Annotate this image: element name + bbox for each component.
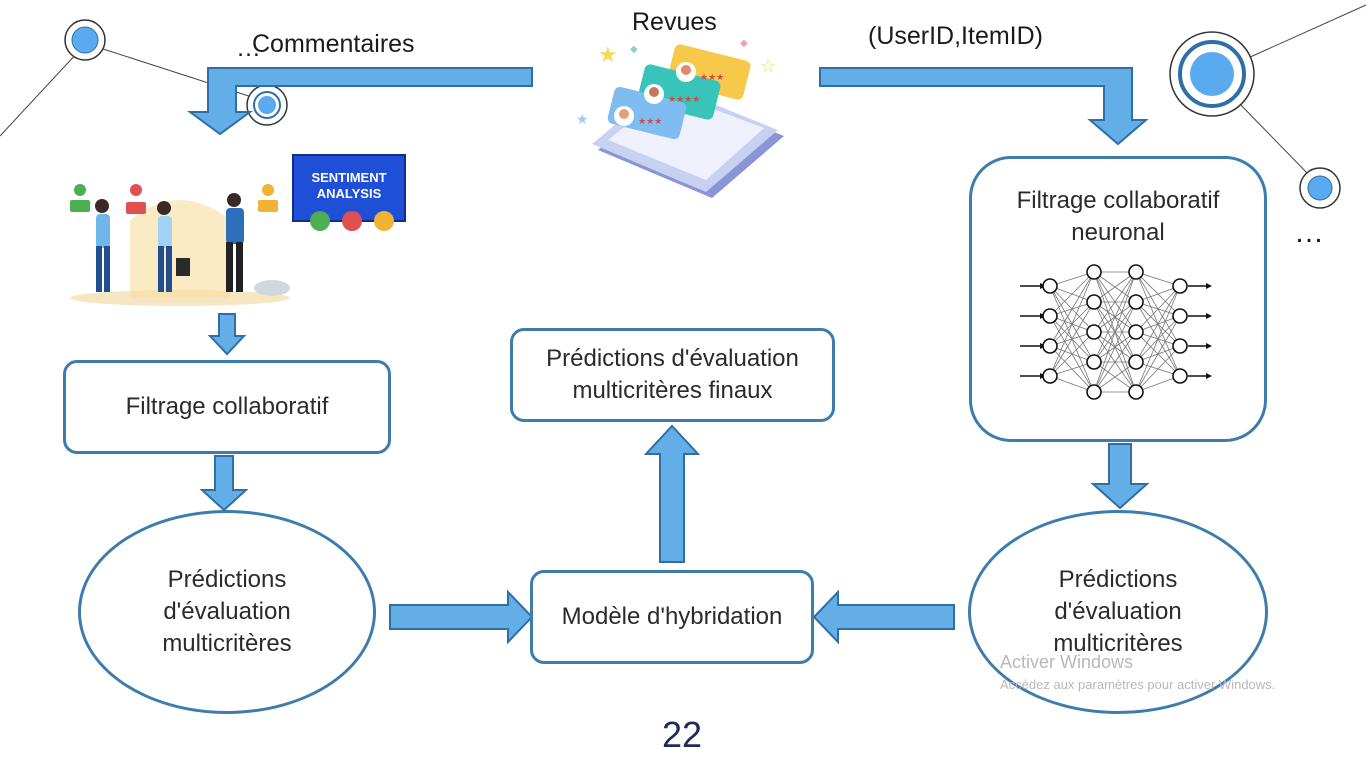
left-predictions-line1: Prédictions bbox=[167, 566, 287, 593]
left-predictions-ellipse: Prédictions d'évaluation multicritères bbox=[78, 510, 376, 714]
hybrid-model-box: Modèle d'hybridation bbox=[530, 570, 814, 664]
svg-text:★: ★ bbox=[576, 112, 589, 128]
reviews-illustration: ★★★ ★★★★ ★★★ ★ ☆ ★ ◆ ◆ bbox=[576, 38, 784, 198]
node-circle-top-right bbox=[1169, 31, 1255, 117]
ids-label: (UserID,ItemID) bbox=[868, 22, 1043, 50]
activate-windows-title: Activer Windows bbox=[1000, 652, 1134, 672]
left-predictions-line2: d'évaluation bbox=[163, 598, 291, 625]
neural-network-icon bbox=[1020, 264, 1212, 400]
node-circle-right bbox=[1299, 167, 1341, 209]
svg-text:★★★: ★★★ bbox=[700, 73, 724, 83]
person-1 bbox=[95, 199, 110, 292]
reviews-label: Revues bbox=[632, 8, 717, 36]
right-predictions-ellipse: Prédictions d'évaluation multicritères bbox=[968, 510, 1268, 714]
svg-text:★★★★: ★★★★ bbox=[668, 95, 700, 105]
final-predictions-line2: multicritères finaux bbox=[572, 377, 773, 404]
person-3 bbox=[226, 193, 290, 296]
comments-label: Commentaires bbox=[252, 30, 415, 58]
node-circle-top-left bbox=[64, 19, 106, 61]
comments-ellipsis: … bbox=[236, 34, 261, 62]
final-predictions-line1: Prédictions d'évaluation bbox=[546, 345, 799, 372]
collaborative-filtering-box: Filtrage collaboratif bbox=[63, 360, 391, 454]
hybrid-model-label: Modèle d'hybridation bbox=[561, 603, 783, 630]
svg-text:◆: ◆ bbox=[740, 38, 748, 49]
right-ellipsis: … bbox=[1294, 216, 1324, 249]
neural-cf-title-line2: neuronal bbox=[1071, 219, 1165, 246]
neural-cf-title-line1: Filtrage collaboratif bbox=[1016, 187, 1220, 214]
right-predictions-line3: multicritères bbox=[1053, 630, 1183, 657]
svg-text:◆: ◆ bbox=[630, 44, 638, 55]
person-2 bbox=[157, 201, 190, 292]
final-predictions-box: Prédictions d'évaluation multicritères f… bbox=[510, 328, 835, 422]
collaborative-filtering-label: Filtrage collaboratif bbox=[125, 393, 329, 420]
sentiment-sign-line2: ANALYSIS bbox=[316, 186, 382, 201]
left-predictions-line3: multicritères bbox=[162, 630, 292, 657]
right-predictions-line1: Prédictions bbox=[1058, 566, 1178, 593]
svg-text:★★★: ★★★ bbox=[638, 117, 662, 127]
sentiment-sign-line1: SENTIMENT bbox=[311, 170, 387, 185]
svg-text:★: ★ bbox=[598, 43, 618, 68]
page-number: 22 bbox=[662, 714, 703, 755]
svg-text:☆: ☆ bbox=[760, 56, 776, 77]
sentiment-emoji-faces bbox=[310, 211, 394, 231]
activate-windows-subtitle: Accédez aux paramètres pour activer Wind… bbox=[1000, 677, 1276, 692]
right-predictions-line2: d'évaluation bbox=[1054, 598, 1182, 625]
people-illustration bbox=[70, 184, 290, 306]
neural-cf-box: Filtrage collaboratif neuronal bbox=[969, 156, 1267, 442]
